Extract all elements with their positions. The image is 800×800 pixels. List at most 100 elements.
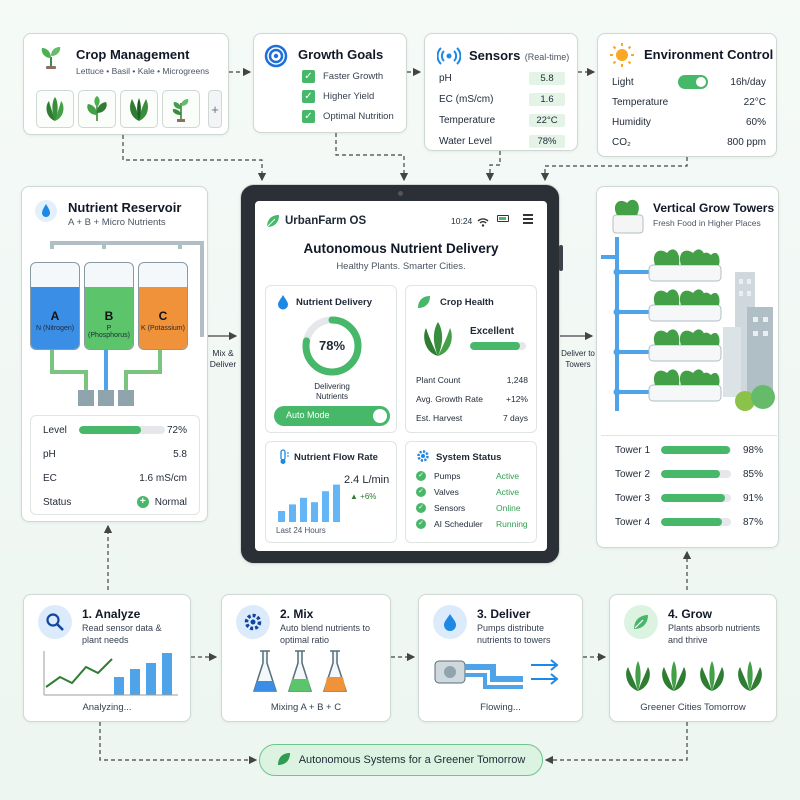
tower-progress-bar — [660, 446, 731, 454]
tower-label: Tower 3 — [615, 492, 651, 504]
checkbox-checked-icon[interactable]: ✓ — [302, 69, 315, 83]
sun-icon — [609, 42, 635, 73]
plants-row-icon — [626, 661, 762, 691]
goal-item[interactable]: ✓ Faster Growth — [302, 66, 394, 86]
step-analyze-card: 1. Analyze Read sensor data & plant need… — [23, 594, 191, 722]
flow-rate-panel: Nutrient Flow Rate 2.4 L/min ▲ +6% Last … — [265, 441, 397, 543]
sensor-row: EC (mS/cm)1.6 — [439, 89, 565, 110]
analyze-chart-icon — [43, 651, 178, 696]
flow-bar — [333, 484, 340, 522]
magnifier-icon — [38, 605, 72, 639]
health-label: Avg. Growth Rate — [416, 393, 483, 404]
tank-nutrient-name: N (Nitrogen) — [35, 325, 75, 332]
flow-change: ▲ +6% — [350, 492, 377, 501]
system-value: Online — [496, 503, 521, 513]
crop-health-row: Avg. Growth Rate+12% — [416, 389, 528, 408]
reservoir-level-row: Level 72% — [31, 418, 199, 442]
tower-row: Tower 2 85% — [601, 462, 777, 486]
delivery-percent: 78% — [318, 338, 346, 353]
add-crop-button[interactable]: + — [208, 90, 222, 128]
system-label: Pumps — [434, 471, 461, 481]
menu-icon[interactable] — [523, 214, 533, 224]
leaf-icon — [277, 752, 291, 769]
tablet-camera — [398, 191, 403, 196]
gear-icon — [416, 449, 430, 468]
leaf-logo-icon — [265, 213, 281, 234]
checkbox-checked-icon[interactable]: ✓ — [302, 89, 315, 103]
step-mix-desc: Auto blend nutrients to optimal ratio — [280, 623, 371, 645]
headline: Autonomous Nutrient Delivery — [303, 241, 499, 256]
tank-nutrient-name: K (Potassium) — [141, 325, 185, 332]
env-row-light: Light 16h/day — [612, 72, 766, 92]
tower-value: 98% — [742, 444, 763, 456]
crop-management-title: Crop Management — [76, 47, 190, 62]
tower-label: Tower 1 — [615, 444, 651, 456]
auto-mode-toggle[interactable]: Auto Mode — [274, 406, 390, 426]
tower-progress-bar — [660, 518, 731, 526]
env-label: Temperature — [612, 96, 669, 108]
check-circle-icon: ✓ — [416, 471, 426, 481]
env-value: 60% — [745, 116, 766, 128]
goals-list: ✓ Faster Growth ✓Higher Yield✓Optimal Nutr… — [302, 66, 394, 126]
tower-label: Tower 2 — [615, 468, 651, 480]
flask-icon — [252, 650, 348, 692]
crop-thumb-kale[interactable] — [120, 90, 158, 128]
tablet-side-button[interactable] — [559, 245, 563, 271]
lettuce-plant-icon — [418, 318, 458, 363]
step-mix-card: 2. Mix Auto blend nutrients to optimal r… — [221, 594, 391, 722]
towers-subtitle: Fresh Food in Higher Places — [653, 218, 761, 228]
delivery-progress-ring — [302, 316, 362, 376]
status-badge: + Normal — [136, 496, 187, 508]
towers-title: Vertical Grow Towers — [653, 201, 775, 215]
tower-progress-fill — [660, 446, 730, 454]
sensor-label: Temperature — [439, 115, 496, 126]
goal-item[interactable]: ✓Optimal Nutrition — [302, 106, 394, 126]
env-row: Humidity 60% — [612, 112, 766, 132]
checkbox-checked-icon[interactable]: ✓ — [302, 109, 315, 123]
env-label: Humidity — [612, 116, 651, 128]
tower-progress-bar — [660, 470, 731, 478]
nutrient-delivery-panel: Nutrient Delivery 78% Delivering Nutrien… — [265, 285, 397, 433]
reservoir-ec-row: EC 1.6 mS/cm — [31, 466, 199, 490]
step-analyze-title: 1. Analyze — [82, 607, 141, 621]
tower-value: 85% — [742, 468, 763, 480]
health-label: Est. Harvest — [416, 412, 463, 423]
reservoir-pipes — [50, 241, 204, 406]
env-rows: Light 16h/day Temperature 22°C Humidity 60%… — [612, 72, 766, 152]
tank-fill — [31, 287, 79, 349]
water-drop-icon — [34, 199, 58, 228]
crop-thumb-microgreens[interactable] — [162, 90, 200, 128]
water-drop-icon — [276, 294, 290, 315]
health-label: Plant Count — [416, 374, 461, 385]
light-toggle[interactable] — [678, 75, 708, 89]
sensor-value: 78% — [529, 135, 565, 148]
tower-illustration — [601, 199, 775, 411]
crop-thumb-lettuce[interactable] — [36, 90, 74, 128]
sensors-title: Sensors — [469, 48, 521, 63]
env-value: 800 ppm — [727, 136, 766, 148]
step-deliver-desc: Pumps distribute nutrients to towers — [477, 623, 551, 645]
sensor-value: 1.6 — [529, 93, 565, 106]
flow-caption: Last 24 Hours — [276, 526, 326, 535]
flow-bar — [300, 497, 307, 522]
tank-nutrient-name: P (Phosphorus) — [87, 325, 131, 339]
step-grow-foot: Greener Cities Tomorrow — [640, 702, 746, 713]
sensor-value: 22°C — [529, 114, 565, 127]
status-plus-icon: + — [136, 496, 149, 508]
crop-thumb-basil[interactable] — [78, 90, 116, 128]
env-value: 22°C — [743, 96, 766, 108]
tank-fill — [139, 287, 187, 349]
nutrient-reservoir-card: Nutrient Reservoir A + B + Micro Nutrien… — [21, 186, 208, 522]
goal-label: Faster Growth — [323, 70, 384, 82]
system-label: AI Scheduler — [434, 519, 483, 529]
water-drop-icon — [433, 605, 467, 639]
goal-item[interactable]: ✓Higher Yield — [302, 86, 394, 106]
grow-towers-card: Vertical Grow Towers Fresh Food in Highe… — [596, 186, 779, 548]
bottom-banner: Autonomous Systems for a Greener Tomorro… — [259, 744, 543, 776]
